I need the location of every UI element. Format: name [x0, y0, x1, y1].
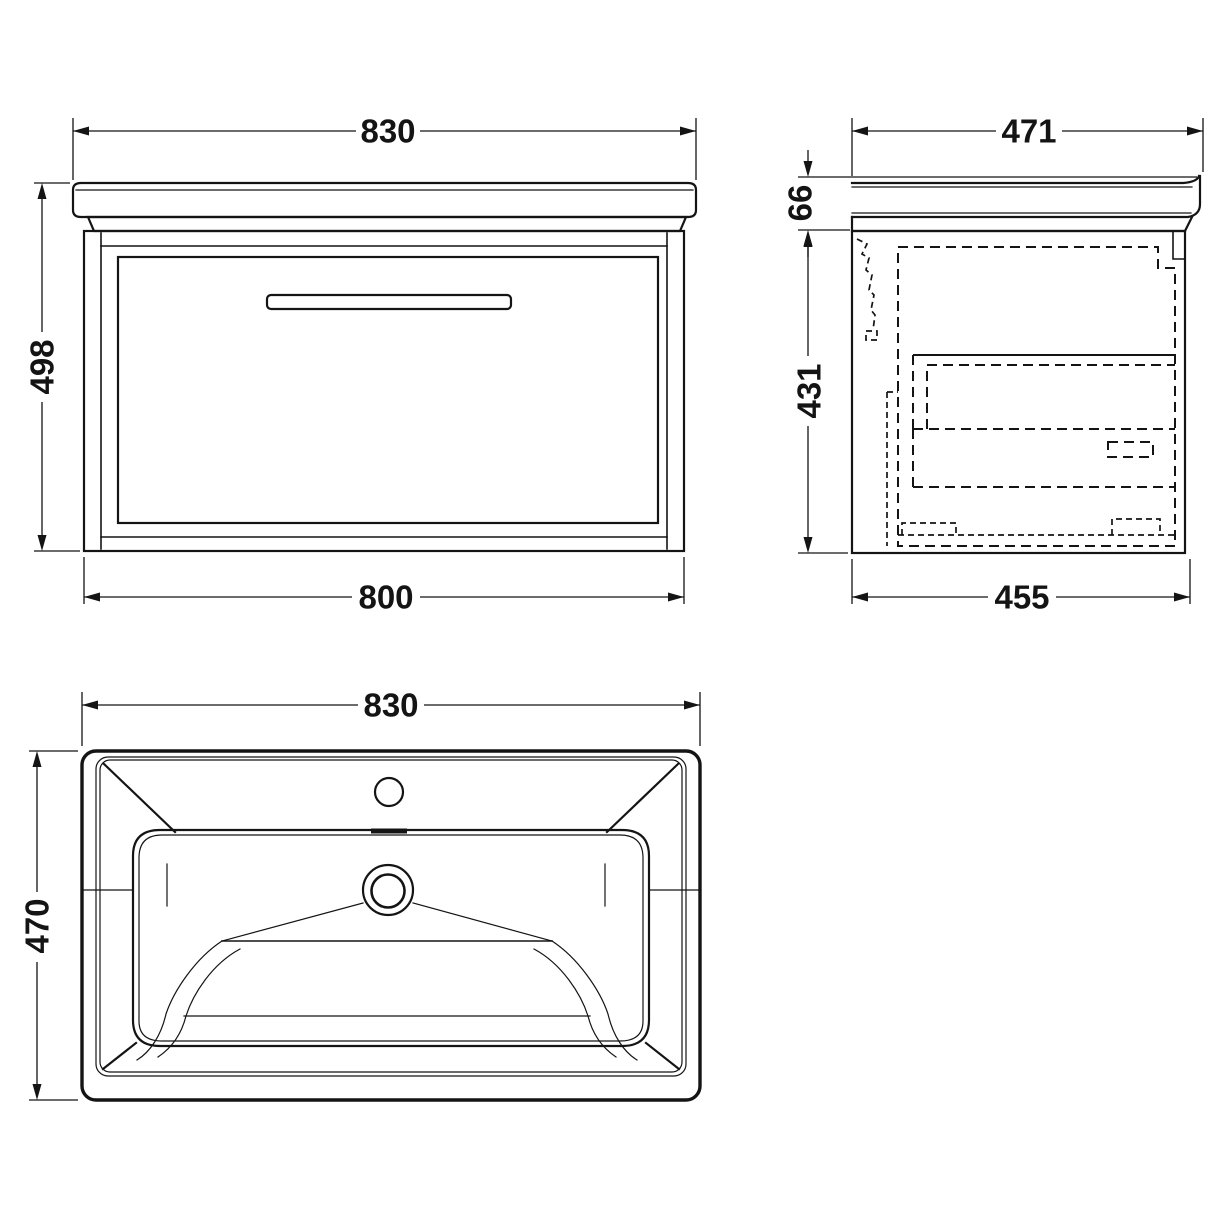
dim-side-depth-top: 471 [851, 113, 1204, 176]
arrowhead [37, 183, 47, 199]
dim-front-width-bottom: 800 [83, 557, 685, 616]
plan-bowl-outline [131, 828, 651, 1048]
ext-line [83, 557, 685, 604]
arrowhead [803, 161, 813, 177]
arrowhead [852, 126, 868, 136]
arrowhead [32, 1084, 42, 1100]
side-drawer-box-hidden [897, 246, 1176, 547]
dim-label: 470 [19, 898, 56, 953]
side-lock-hidden [1107, 441, 1154, 458]
dim-label: 471 [1001, 113, 1056, 150]
dim-label: 455 [994, 579, 1049, 616]
side-countertop-lip [850, 215, 1194, 233]
dim-label: 800 [358, 579, 413, 616]
front-drawer-handle [265, 293, 513, 311]
dim-label: 498 [24, 339, 61, 394]
side-cabinet-outline [850, 229, 1187, 555]
plan-bowl-interior-lines [81, 863, 701, 1061]
dim-label: 431 [791, 363, 828, 418]
arrowhead [73, 126, 89, 136]
dim-side-depth-bottom: 455 [851, 559, 1191, 616]
ext-line [72, 118, 697, 180]
arrowhead [803, 231, 813, 247]
dim-label: 66 [782, 185, 819, 222]
plan-tap-hole [373, 776, 405, 808]
dim-side-cabinet-height: 431 [791, 231, 848, 554]
front-cabinet-outline [82, 229, 686, 553]
arrowhead [84, 592, 100, 602]
side-countertop-outline [850, 174, 1202, 233]
dim-plan-depth: 470 [19, 750, 78, 1101]
arrowhead [803, 537, 813, 553]
arrowhead [1174, 592, 1190, 602]
ext-line [29, 750, 78, 1101]
arrowhead [852, 592, 868, 602]
dim-label: 830 [360, 113, 415, 150]
plan-basin-rim-inner [99, 759, 683, 1073]
side-drawer-front-edge [1172, 230, 1186, 260]
arrowhead [680, 126, 696, 136]
dim-side-basin-height: 66 [782, 150, 1197, 257]
arrowhead [668, 592, 684, 602]
arrowhead [82, 700, 98, 710]
arrowhead [684, 700, 700, 710]
arrowhead [37, 535, 47, 551]
ext-line [798, 176, 1197, 231]
front-drawer-panel [116, 255, 660, 525]
dim-label: 830 [363, 687, 418, 724]
plan-basin-rim-outer [95, 756, 687, 1077]
plan-view: 830 470 [19, 687, 702, 1102]
side-bottom-fittings-hidden [886, 391, 1175, 546]
plan-basin-outer-edge [80, 749, 702, 1102]
side-view: 471 66 431 455 [782, 113, 1204, 616]
ext-line [34, 182, 80, 552]
side-drawer-rails-hidden [912, 354, 1175, 488]
dim-front-width-top: 830 [72, 113, 697, 180]
plan-waste-hole [361, 863, 415, 917]
arrowhead [32, 751, 42, 767]
dim-plan-width: 830 [81, 687, 701, 746]
front-countertop-outline [71, 181, 698, 233]
ext-line [81, 692, 701, 746]
plan-corner-diagonals [101, 762, 681, 1071]
dim-front-height: 498 [24, 182, 80, 552]
side-wall-bracket-hidden [856, 238, 878, 341]
ext-line [851, 118, 1204, 176]
front-view: 830 498 800 [24, 113, 698, 616]
front-countertop-lip [86, 215, 688, 233]
arrowhead [1187, 126, 1203, 136]
